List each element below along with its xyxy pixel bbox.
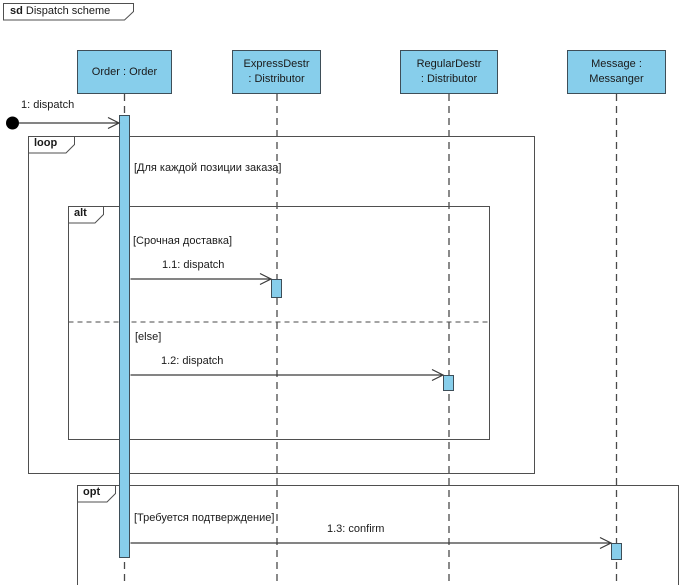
message-arrow-dispatch-1-2[interactable] <box>130 368 445 382</box>
express-label-line2: : Distributor <box>248 73 305 85</box>
diagram-keyword: sd <box>10 5 23 17</box>
open-arrowhead-icon <box>259 272 273 286</box>
lifeline-head-express[interactable]: ExpressDestr : Distributor <box>232 50 321 94</box>
diagram-title: Dispatch scheme <box>25 5 111 17</box>
alt-guard-else: [else] <box>135 331 162 343</box>
message-label-1-3: 1.3: confirm <box>327 523 385 535</box>
order-label: Order : Order <box>91 65 158 78</box>
opt-keyword: opt <box>83 486 101 498</box>
opt-guard: [Требуется подтверждение] <box>134 512 275 524</box>
messanger-label-line1: Message : <box>591 58 642 70</box>
alt-pentagon-shape <box>68 206 104 224</box>
message-label-1-2: 1.2: dispatch <box>161 355 224 367</box>
alt-fragment-label: alt <box>68 206 208 224</box>
express-label-line1: ExpressDestr <box>243 58 310 70</box>
open-arrowhead-icon <box>599 536 613 550</box>
message-arrow-dispatch-1-1[interactable] <box>130 272 273 286</box>
regular-label-line1: RegularDestr <box>416 58 482 70</box>
regular-label-line2: : Distributor <box>420 73 478 85</box>
messanger-label-line2: Messanger <box>589 73 644 85</box>
opt-fragment-label: opt <box>77 485 217 503</box>
message-arrow-confirm-1-3[interactable] <box>130 536 613 550</box>
lifeline-head-order[interactable]: Order : Order <box>77 50 172 94</box>
alt-guard-then: [Срочная доставка] <box>133 235 233 247</box>
loop-guard: [Для каждой позиции заказа] <box>134 162 282 174</box>
lifeline-head-messanger[interactable]: Message : Messanger <box>567 50 666 94</box>
regular-activation-bar[interactable] <box>443 375 454 391</box>
loop-fragment-label: loop <box>28 136 168 154</box>
lifeline-head-regular[interactable]: RegularDestr : Distributor <box>400 50 498 94</box>
order-activation-bar[interactable] <box>119 115 130 558</box>
express-activation-bar[interactable] <box>271 279 282 298</box>
loop-fragment[interactable]: loop <box>28 136 535 474</box>
diagram-title-frame: sd Dispatch scheme <box>3 3 143 21</box>
message-label-1: 1: dispatch <box>21 99 75 111</box>
initial-node-icon <box>6 116 19 130</box>
opt-pentagon-shape <box>77 485 116 503</box>
message-label-1-1: 1.1: dispatch <box>162 259 225 271</box>
open-arrowhead-icon <box>431 368 445 382</box>
opt-fragment[interactable]: opt <box>77 485 679 585</box>
loop-pentagon-shape <box>28 136 75 154</box>
alt-keyword: alt <box>74 207 87 219</box>
message-arrow-dispatch-1[interactable] <box>19 116 121 130</box>
open-arrowhead-icon <box>107 116 121 130</box>
alt-fragment[interactable]: alt <box>68 206 490 440</box>
loop-keyword: loop <box>34 137 58 149</box>
title-pentagon-shape <box>3 3 134 21</box>
messanger-activation-bar[interactable] <box>611 543 622 560</box>
diagram-title-text: sd Dispatch scheme <box>10 5 110 17</box>
